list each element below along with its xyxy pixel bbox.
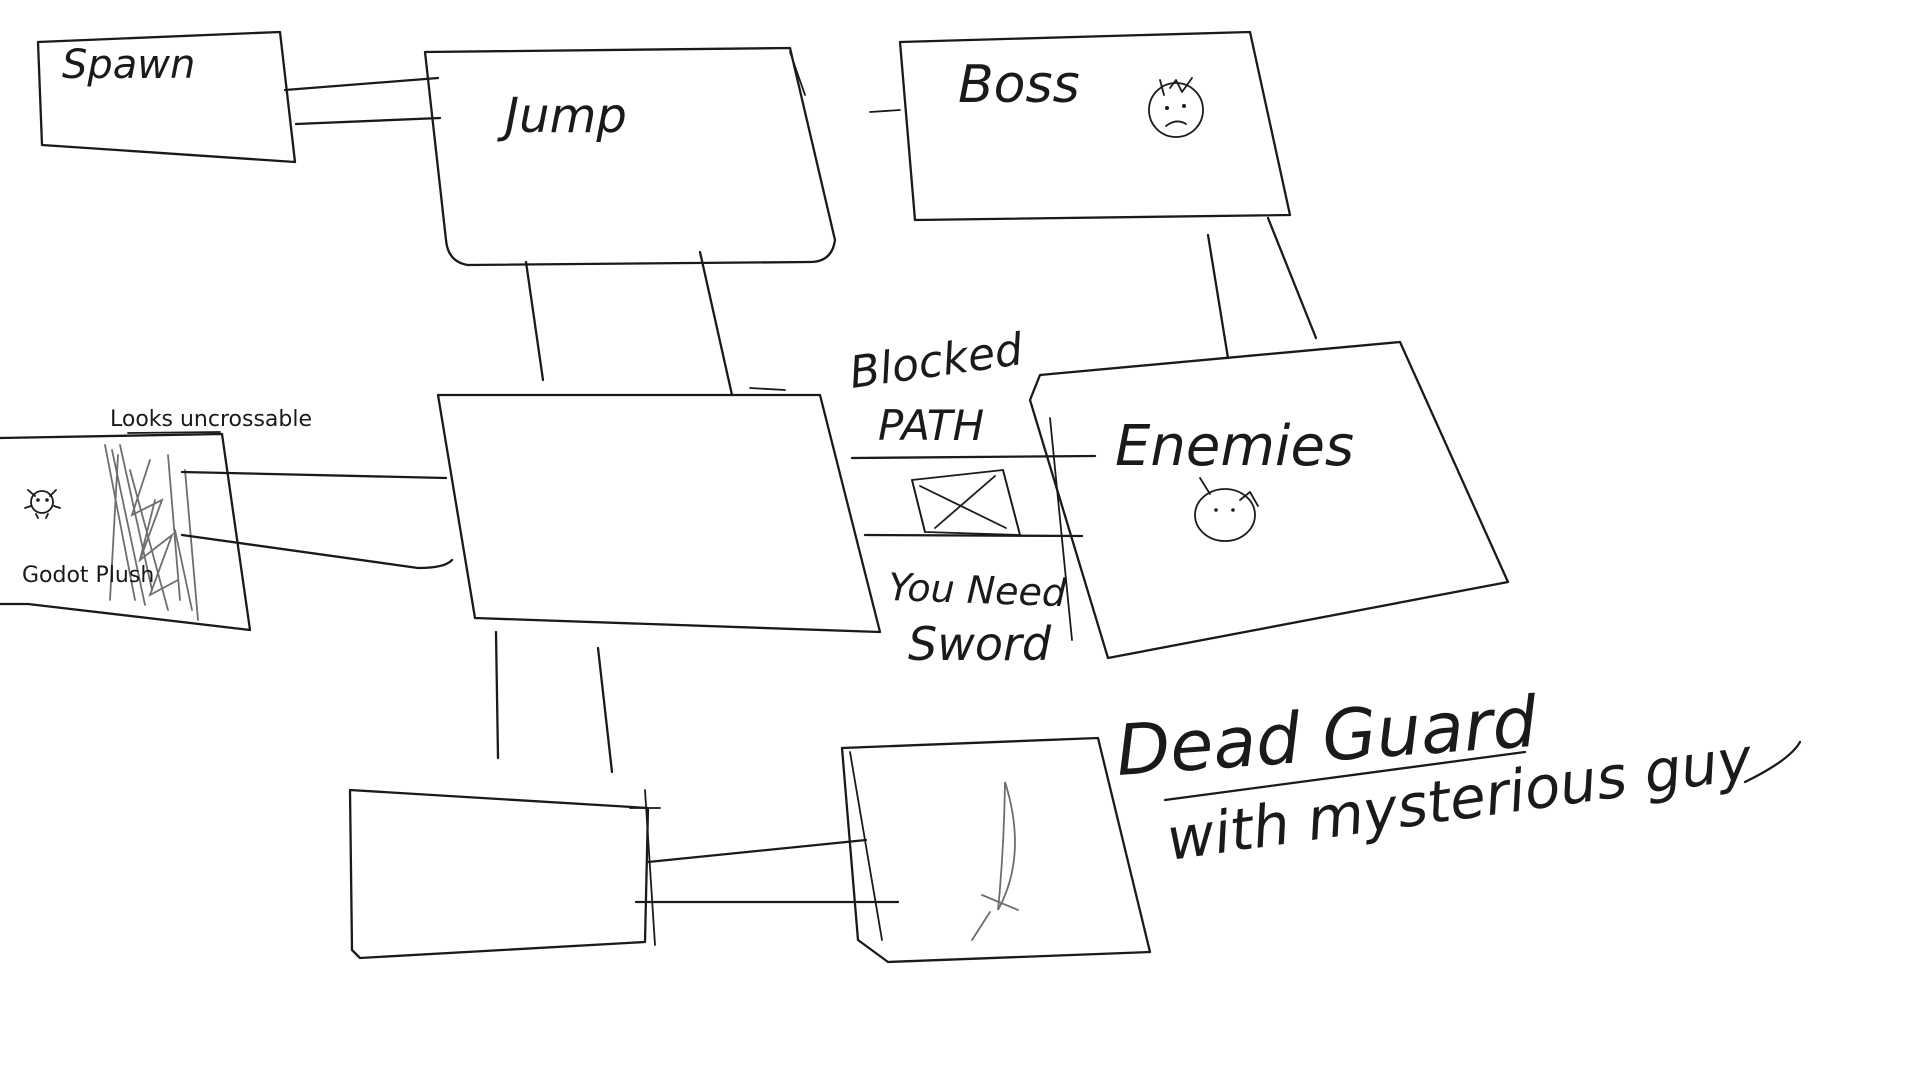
sword-icon — [971, 781, 1019, 941]
sad-face-icon — [1148, 77, 1204, 138]
path-label: PATH — [878, 401, 984, 450]
boss-room: Boss — [789, 30, 1292, 222]
middle-room — [436, 387, 882, 634]
blocked-path: Blocked PATH You Need Sword — [846, 324, 1097, 671]
enemies-label: Enemies — [1115, 414, 1354, 479]
grass-hatch — [104, 444, 199, 621]
you-need-label: You Need — [888, 565, 1068, 615]
godot-plush-icon — [24, 489, 61, 519]
corridor-plush-middle — [180, 470, 454, 570]
sword-note-label: Sword — [908, 617, 1052, 671]
corridor-boss-enemies — [1206, 216, 1318, 360]
spawn-label: Spawn — [62, 42, 195, 88]
enemies-room: Enemies — [1028, 340, 1510, 660]
boss-label: Boss — [958, 55, 1080, 115]
spawn-room: Spawn — [36, 30, 297, 164]
enemy-face-icon — [1194, 477, 1259, 542]
dead-guard-note: Dead Guard with mysterious guy — [1113, 681, 1802, 874]
jump-label: Jump — [497, 88, 627, 144]
sword-room — [840, 736, 1152, 964]
bottom-left-room — [348, 788, 661, 960]
corridor-spawn-jump — [283, 76, 442, 126]
corridor-middle-bottom — [494, 630, 614, 774]
looks-uncrossable-label: Looks uncrossable — [110, 407, 312, 432]
blocked-label: Blocked — [846, 324, 1026, 399]
corridor-jump-middle — [524, 250, 734, 397]
plush-room: Looks uncrossable Godot Plush — [0, 407, 312, 632]
jump-room: Jump — [423, 46, 837, 267]
blocked-x-icon — [911, 469, 1021, 536]
corridor-bottom-sword — [634, 838, 900, 904]
godot-plush-label: Godot Plush — [22, 563, 154, 588]
